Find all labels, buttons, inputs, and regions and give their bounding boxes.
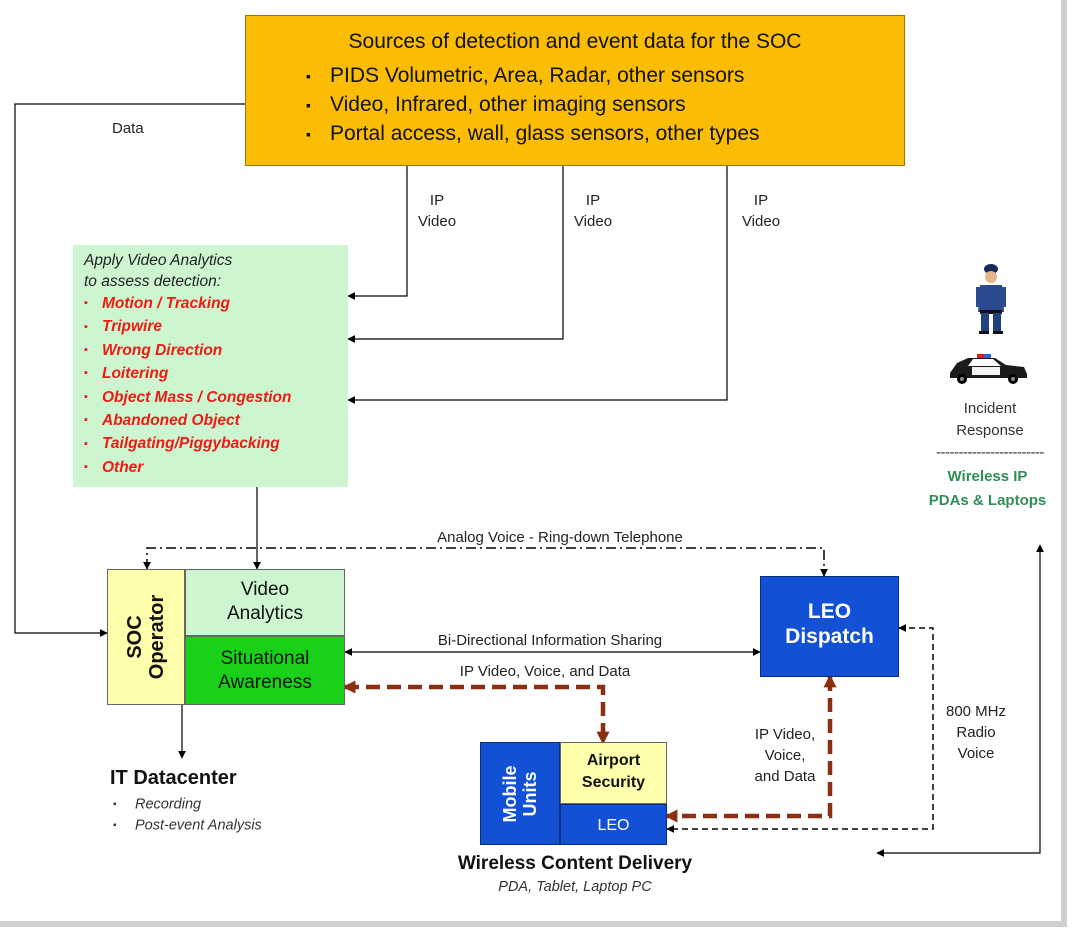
radio-voice-label: 800 MHz Radio Voice — [936, 701, 1016, 764]
incident-response-label: Incident Response ----------------------… — [935, 398, 1045, 464]
sources-item: Portal access, wall, glass sensors, othe… — [306, 119, 760, 148]
analytics-item: Loitering — [84, 362, 291, 385]
sources-item: PIDS Volumetric, Area, Radar, other sens… — [306, 61, 760, 90]
ip-label-line: IP — [753, 192, 769, 209]
analytics-item: Motion / Tracking — [84, 292, 291, 315]
situational-awareness-module: Situational Awareness — [185, 636, 345, 705]
it-datacenter-item: Recording — [113, 794, 262, 815]
soc-operator-label: SOC Operator — [124, 595, 168, 679]
video-label-line: Video — [573, 213, 613, 230]
analytics-item: Object Mass / Congestion — [84, 386, 291, 409]
label-line: IP Video, — [754, 726, 816, 743]
sources-title: Sources of detection and event data for … — [348, 30, 802, 53]
va-label-line: Video — [240, 579, 290, 600]
sa-label-line: Situational — [220, 648, 310, 669]
label-line: and Data — [754, 768, 816, 785]
leo-label-line: LEO — [807, 600, 852, 623]
data-connector — [14, 103, 245, 637]
ip-label-line: IP — [429, 192, 445, 209]
response-label-line: Response — [956, 422, 1024, 439]
label-line: 800 MHz — [945, 703, 1007, 720]
wireless-label-line: Wireless IP — [947, 468, 1028, 485]
wireless-ip-connector — [876, 544, 1044, 857]
units-label-line: Units — [520, 771, 540, 816]
sources-box: Sources of detection and event data for … — [245, 15, 905, 166]
ip-video-label-3: IP Video — [736, 190, 786, 232]
it-datacenter-title: IT Datacenter — [110, 767, 237, 789]
video-label-line: Video — [417, 213, 457, 230]
separator-line: ------------------------ — [936, 444, 1044, 461]
soc-operator-box: SOC Operator — [107, 569, 185, 705]
soc-label-line: SOC — [124, 615, 146, 659]
operator-label-line: Operator — [146, 594, 168, 680]
leo-unit-box: LEO — [560, 804, 667, 845]
pdas-label-line: PDAs & Laptops — [928, 492, 1047, 509]
wireless-content-delivery-title: Wireless Content Delivery — [457, 853, 693, 874]
ip-video-connector-3 — [347, 166, 728, 404]
it-datacenter-list: Recording Post-event Analysis — [113, 794, 262, 836]
wireless-content-delivery-subtitle: PDA, Tablet, Laptop PC — [498, 879, 652, 895]
leo-dispatch-box: LEO Dispatch — [760, 576, 899, 677]
police-car-icon — [950, 354, 1027, 384]
analytics-item: Other — [84, 456, 291, 479]
label-line: Voice, — [764, 747, 806, 764]
ip-label-line: IP — [585, 192, 601, 209]
security-label-line: Security — [581, 774, 646, 791]
airport-label-line: Airport — [586, 752, 641, 769]
analytics-item: Abandoned Object — [84, 409, 291, 432]
mobile-label-line: Mobile — [500, 765, 520, 822]
sources-item: Video, Infrared, other imaging sensors — [306, 90, 760, 119]
analytics-list: Motion / Tracking Tripwire Wrong Directi… — [84, 292, 291, 479]
analytics-intro-line: to assess detection: — [84, 273, 221, 290]
va-label-line: Analytics — [226, 603, 304, 624]
mobile-units-label: Mobile Units — [500, 765, 540, 822]
dispatch-label-line: Dispatch — [785, 625, 874, 648]
ip-video-connector-2 — [347, 166, 564, 343]
video-label-line: Video — [741, 213, 781, 230]
frame-shadow — [0, 0, 1067, 927]
incident-label-line: Incident — [963, 400, 1017, 417]
wireless-ip-label: Wireless IP PDAs & Laptops — [895, 465, 1079, 513]
analog-voice-label: Analog Voice - Ring-down Telephone — [437, 529, 683, 546]
label-line: Radio — [956, 724, 996, 741]
ip-video-connector-1 — [347, 166, 408, 300]
video-analytics-module: Video Analytics — [185, 569, 345, 636]
data-label: Data — [112, 120, 144, 137]
sa-label-line: Awareness — [218, 672, 312, 693]
airport-security-box: Airport Security — [560, 742, 667, 804]
analytics-item: Tripwire — [84, 315, 291, 338]
sources-list: PIDS Volumetric, Area, Radar, other sens… — [306, 61, 760, 148]
police-officer-icon — [976, 264, 1006, 334]
video-analytics-box: Apply Video Analytics to assess detectio… — [73, 245, 348, 487]
ip-video-voice-data-connector — [342, 680, 610, 745]
analytics-intro-line: Apply Video Analytics — [84, 252, 233, 269]
ip-video-voice-data-label: IP Video, Voice, and Data — [459, 663, 631, 680]
it-datacenter-item: Post-event Analysis — [113, 815, 262, 836]
analytics-item: Tailgating/Piggybacking — [84, 432, 291, 455]
label-line: Voice — [957, 745, 995, 762]
ip-video-label-1: IP Video — [412, 190, 462, 232]
mobile-units-box: Mobile Units — [480, 742, 560, 845]
ip-video-label-2: IP Video — [568, 190, 618, 232]
analytics-intro: Apply Video Analytics to assess detectio… — [84, 250, 232, 292]
analytics-item: Wrong Direction — [84, 339, 291, 362]
ip-video-voice-data-right-label: IP Video, Voice, and Data — [735, 724, 835, 787]
bidirectional-label: Bi-Directional Information Sharing — [437, 632, 663, 649]
